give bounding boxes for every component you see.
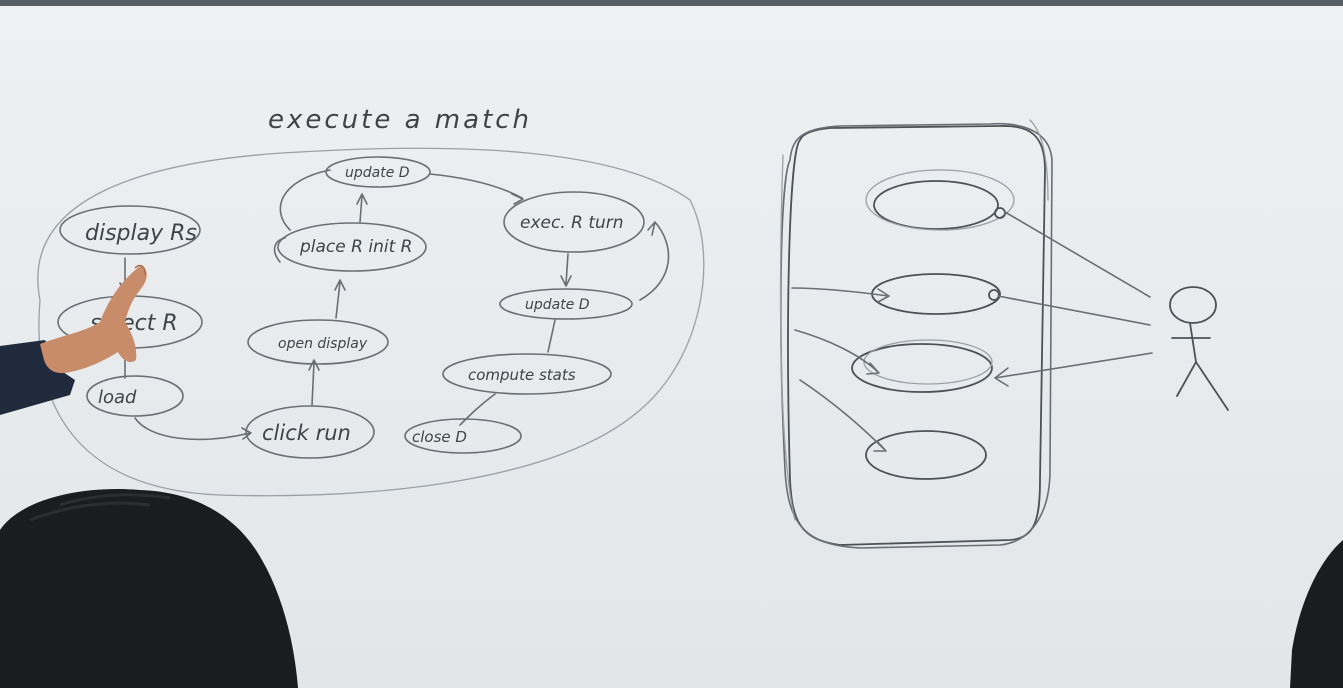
node-display-rs-label: display Rs <box>85 221 197 246</box>
use-case-4 <box>865 430 987 480</box>
node-place-init <box>277 222 427 272</box>
association-actor-uc2 <box>997 295 1151 326</box>
loop-place-init <box>273 169 331 263</box>
loop-exec-update <box>639 221 670 301</box>
node-update-d-top-label: update D <box>345 165 410 181</box>
association-actor-uc1 <box>1004 211 1151 298</box>
presenter-hand <box>0 264 147 415</box>
node-compute-stats <box>442 353 612 395</box>
node-update-d-top <box>325 156 431 188</box>
arrow-open-to-place <box>334 279 346 319</box>
activity-boundary <box>37 147 705 497</box>
use-case-2 <box>871 273 1001 315</box>
use-case-2-endpoint <box>988 289 1000 301</box>
use-case-1-sketch <box>865 169 1015 231</box>
arrow-to-use-case-2 <box>791 287 890 303</box>
node-open-display <box>247 319 389 365</box>
use-case-1 <box>873 180 999 230</box>
arrow-update-to-compute <box>547 319 556 353</box>
node-load <box>86 375 184 417</box>
arrow-to-use-case-4 <box>799 379 887 452</box>
node-update-d-bottom-label: update D <box>525 297 590 313</box>
actor-stick-figure <box>1169 286 1229 411</box>
arrow-load-to-click-run <box>134 417 252 441</box>
arrow-to-use-case-3 <box>794 329 880 375</box>
arrow-compute-to-close <box>459 393 496 426</box>
node-click-run-label: click run <box>262 421 351 445</box>
arrow-exec-to-update <box>560 253 572 287</box>
whiteboard-frame <box>0 0 1343 6</box>
node-update-d-bottom <box>499 288 633 320</box>
node-exec-r-turn-label: exec. R turn <box>520 213 624 233</box>
node-click-run <box>245 405 375 459</box>
use-case-1-endpoint <box>994 207 1006 219</box>
audience-head-right <box>1290 540 1343 688</box>
node-compute-stats-label: compute stats <box>468 366 576 384</box>
arrow-update-to-exec <box>429 173 524 205</box>
node-close-d <box>404 418 522 454</box>
node-place-init-label: place R init R <box>299 237 412 257</box>
audience-head-left <box>0 489 298 688</box>
node-close-d-label: close D <box>412 428 467 446</box>
node-open-display-label: open display <box>278 336 368 352</box>
board-title: execute a match <box>268 105 532 135</box>
system-boundary <box>779 119 1053 549</box>
association-actor-uc3 <box>994 352 1153 387</box>
node-load-label: load <box>98 387 137 408</box>
node-exec-r-turn <box>503 191 645 253</box>
arrow-place-to-update <box>356 193 368 223</box>
node-display-rs <box>59 205 201 255</box>
use-case-3 <box>851 343 993 393</box>
use-case-3-sketch <box>863 339 993 385</box>
arrow-click-to-open <box>308 359 320 406</box>
